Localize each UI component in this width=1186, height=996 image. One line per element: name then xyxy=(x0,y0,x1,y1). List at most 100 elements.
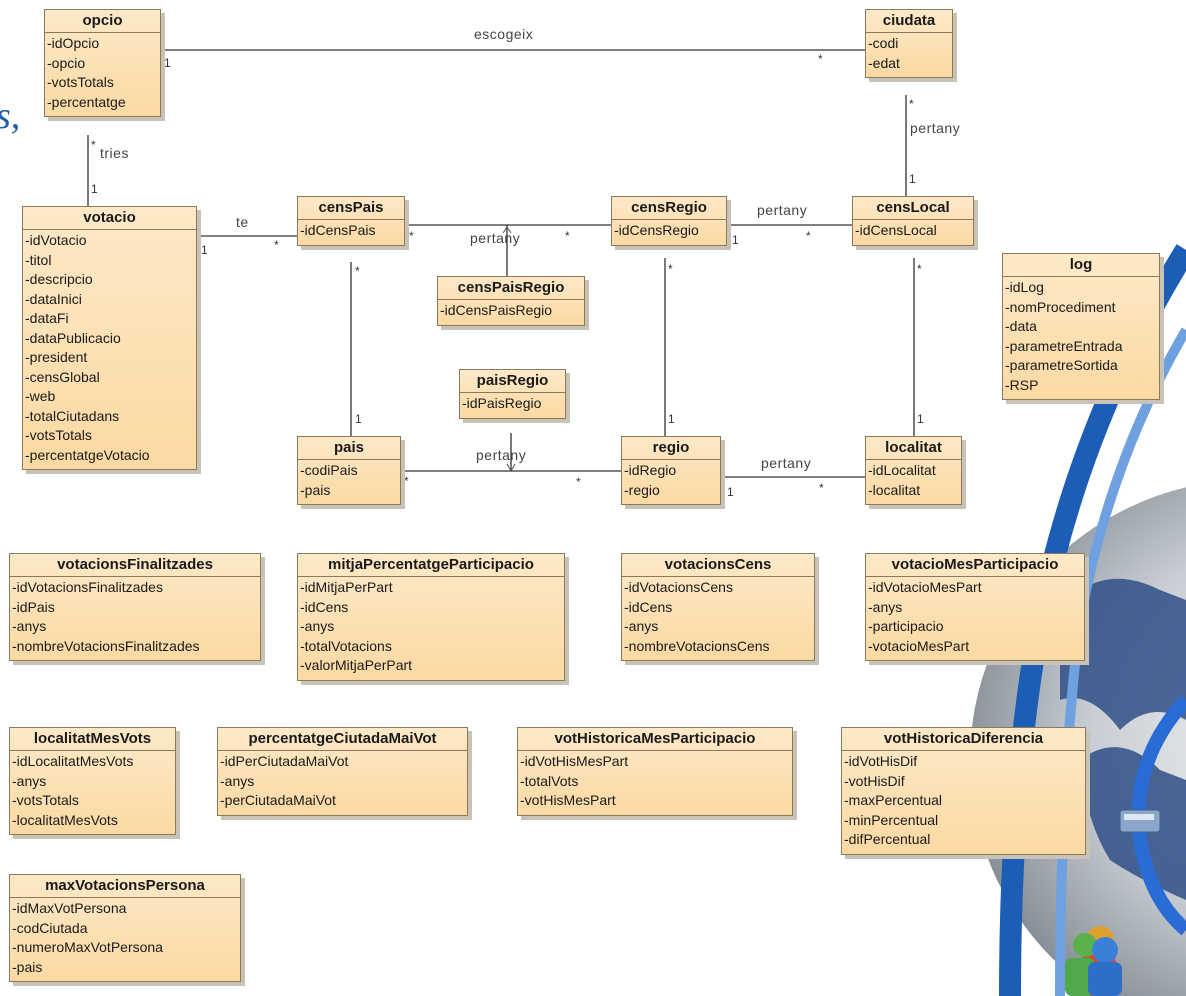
class-attribute: -percentatge xyxy=(47,93,126,110)
class-attribute: -votacioMesPart xyxy=(868,637,970,654)
class-votacionsCens[interactable]: votacionsCens-idVotacionsCens-idCens-any… xyxy=(621,553,815,661)
class-attribute: -anys xyxy=(868,598,903,615)
class-attribute: -web xyxy=(25,388,56,404)
class-maxVotacionsPersona[interactable]: maxVotacionsPersona-idMaxVotPersona-codC… xyxy=(9,874,241,982)
class-attribute: -votsTotals xyxy=(47,74,114,90)
class-censLocal[interactable]: censLocal-idCensLocal xyxy=(852,196,974,246)
class-attributes: -idVotacionsFinalitzades-idPais-anys-nom… xyxy=(10,577,260,660)
class-attributes: -idCensLocal xyxy=(853,220,973,245)
class-attribute: -idCens xyxy=(300,598,349,615)
class-votacionsFinalitzades[interactable]: votacionsFinalitzades-idVotacionsFinalit… xyxy=(9,553,261,661)
class-regio[interactable]: regio-idRegio-regio xyxy=(621,436,721,505)
multiplicity: 1 xyxy=(164,56,171,70)
slide-text-fragment: s, xyxy=(0,95,21,137)
multiplicity: * xyxy=(409,229,414,243)
class-pais[interactable]: pais-codiPais-pais xyxy=(297,436,401,505)
class-paisRegio[interactable]: paisRegio -idPaisRegio xyxy=(459,369,566,419)
class-attribute: -idPaisRegio xyxy=(462,395,542,411)
multiplicity: * xyxy=(576,475,581,489)
class-localitat[interactable]: localitat-idLocalitat-localitat xyxy=(865,436,962,505)
class-attributes: -idCensPaisRegio xyxy=(438,300,584,325)
class-attribute: -idVotHisDif xyxy=(844,753,918,769)
class-name: votacioMesParticipacio xyxy=(866,554,1084,577)
class-attribute: -totalCiutadans xyxy=(25,407,120,424)
class-attribute: -regio xyxy=(624,481,660,498)
class-attribute: -idPerCiutadaMaiVot xyxy=(220,753,349,769)
class-name: censLocal xyxy=(853,197,973,220)
multiplicity: 1 xyxy=(91,182,98,196)
class-attribute: -numeroMaxVotPersona xyxy=(12,939,163,955)
class-attributes: -idLocalitat-localitat xyxy=(866,460,961,504)
class-attribute: -participacio xyxy=(868,618,944,634)
class-attribute: -idOpcio xyxy=(47,35,100,51)
class-mitjaPercentatgeParticipacio[interactable]: mitjaPercentatgeParticipacio-idMitjaPerP… xyxy=(297,553,565,681)
class-attribute: -idVotacionsCens xyxy=(624,579,733,595)
class-attributes: -idRegio -regio xyxy=(622,460,720,504)
class-attribute: -codCiutada xyxy=(12,919,88,936)
class-name: maxVotacionsPersona xyxy=(10,875,240,898)
multiplicity: * xyxy=(91,138,96,152)
class-percentatgeCiutadaMaiVot[interactable]: percentatgeCiutadaMaiVot -idPerCiutadaMai… xyxy=(217,727,468,816)
class-ciudata[interactable]: ciudata-codi-edat xyxy=(865,9,953,78)
class-attributes: -idLocalitatMesVots-anys-votsTotals-loca… xyxy=(10,751,175,834)
class-attributes: -idVotacionsCens-idCens-anys-nombreVotac… xyxy=(622,577,814,660)
multiplicity: 1 xyxy=(201,243,208,257)
class-attribute: -idVotacionsFinalitzades xyxy=(12,579,163,595)
class-attribute: -anys xyxy=(300,618,335,634)
class-votHistoricaDiferencia[interactable]: votHistoricaDiferencia-idVotHisDif-votHi… xyxy=(841,727,1086,855)
assoc-label-te: te xyxy=(236,214,249,230)
class-name: censPais xyxy=(298,197,404,220)
class-name: localitatMesVots xyxy=(10,728,175,751)
class-censPais[interactable]: censPais-idCensPais xyxy=(297,196,405,246)
class-attribute: -votHisDif xyxy=(844,772,905,789)
class-votacioMesParticipacio[interactable]: votacioMesParticipacio -idVotacioMesPart -… xyxy=(865,553,1085,661)
class-name: votHistoricaMesParticipacio xyxy=(518,728,792,751)
class-name: ciudata xyxy=(866,10,952,33)
class-attribute: -parametreEntrada xyxy=(1005,337,1123,354)
class-attribute: -edat xyxy=(868,54,900,71)
class-attribute: -anys xyxy=(220,772,255,789)
multiplicity: * xyxy=(668,262,673,276)
class-attribute: -votsTotals xyxy=(12,792,79,808)
class-attributes: -idVotacio-titol-descripcio-dataInici-da… xyxy=(23,230,196,469)
assoc-label-pertany: pertany xyxy=(757,202,808,218)
class-attribute: -idRegio xyxy=(624,462,677,478)
class-attribute: -nomProcediment xyxy=(1005,298,1116,315)
class-opcio[interactable]: opcio-idOpcio-opcio-votsTotals-percentat… xyxy=(44,9,161,117)
multiplicity: 1 xyxy=(727,485,734,499)
multiplicity: * xyxy=(917,262,922,276)
class-attributes: -idPerCiutadaMaiVot-anys-perCiutadaMaiVo… xyxy=(218,751,467,815)
class-votHistoricaMesParticipacio[interactable]: votHistoricaMesParticipacio-idVotHisMesP… xyxy=(517,727,793,816)
class-name: paisRegio xyxy=(460,370,565,393)
association-lines xyxy=(87,49,915,478)
class-votacio[interactable]: votacio-idVotacio-titol-descripcio-dataI… xyxy=(22,206,197,470)
assoc-label-tries: tries xyxy=(100,145,129,161)
class-name: percentatgeCiutadaMaiVot xyxy=(218,728,467,751)
class-attribute: -idVotacioMesPart xyxy=(868,579,982,595)
class-attribute: -totalVots xyxy=(520,772,579,789)
class-attribute: -pais xyxy=(12,958,43,975)
class-attribute: -minPercentual xyxy=(844,811,939,828)
association-anchors xyxy=(502,226,516,473)
class-attribute: -anys xyxy=(12,618,47,634)
class-attribute: -maxPercentual xyxy=(844,792,943,808)
class-censRegio[interactable]: censRegio-idCensRegio xyxy=(611,196,727,246)
class-name: censRegio xyxy=(612,197,726,220)
assoc-label-escogeix: escogeix xyxy=(474,26,534,42)
class-name: censPaisRegio xyxy=(438,277,584,300)
class-log[interactable]: log-idLog-nomProcediment-data-parametreE… xyxy=(1002,253,1160,400)
class-attributes: -idVotHisDif -votHisDif -maxPercentual -min… xyxy=(842,751,1085,854)
class-name: log xyxy=(1003,254,1159,277)
class-attribute: -votsTotals xyxy=(25,427,92,443)
class-name: localitat xyxy=(866,437,961,460)
multiplicity: 1 xyxy=(668,412,675,426)
multiplicity: 1 xyxy=(732,233,739,247)
multiplicity: * xyxy=(274,238,279,252)
class-attribute: -pais xyxy=(300,481,331,498)
multiplicity: * xyxy=(355,264,360,278)
class-attributes: -codi-edat xyxy=(866,33,952,77)
class-localitatMesVots[interactable]: localitatMesVots-idLocalitatMesVots-anys… xyxy=(9,727,176,835)
class-attributes: -idOpcio-opcio-votsTotals-percentatge xyxy=(45,33,160,116)
class-attribute: -descripcio xyxy=(25,271,93,287)
class-censPaisRegio[interactable]: censPaisRegio-idCensPaisRegio xyxy=(437,276,585,326)
